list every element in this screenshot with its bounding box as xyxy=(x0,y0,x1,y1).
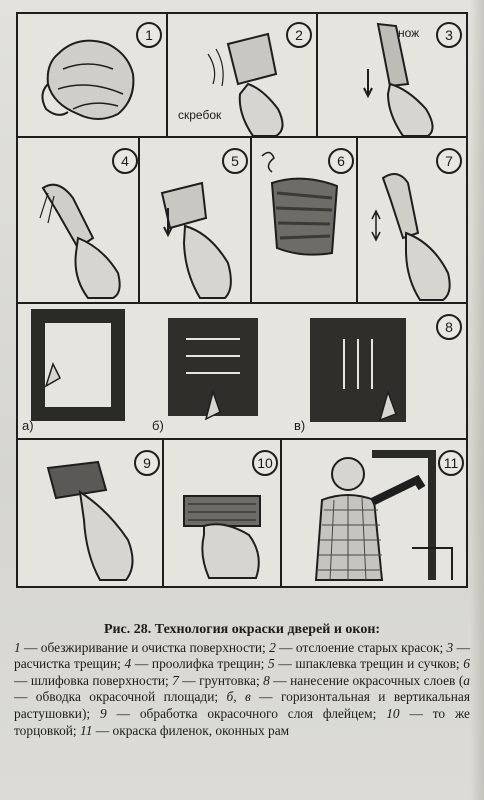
caption-item-number: б, в xyxy=(226,689,251,705)
caption-item-number: 7 xyxy=(172,672,179,688)
caption-item-number: 8 xyxy=(263,672,270,688)
flat-brush-illustration xyxy=(46,460,134,581)
scraper-label: скребок xyxy=(178,108,222,122)
caption-item-text: — горизонтальная и вертикальная растушов… xyxy=(14,689,470,721)
window-painting-illustration xyxy=(314,450,453,581)
caption-item-text: — обезжиривание и очистка поверхности; xyxy=(20,639,270,655)
panel-1: 1 xyxy=(18,14,168,136)
caption-item-text: — грунтовка; xyxy=(178,672,264,688)
caption-item-text: — окраска филенок, оконных рам xyxy=(92,722,290,738)
panel-number: 9 xyxy=(134,450,160,476)
panel-8: а) б) в) 8 xyxy=(18,304,466,438)
sanding-illustration xyxy=(261,151,339,256)
sub-label-b: б) xyxy=(152,418,164,433)
caption-item-number: 10 xyxy=(386,705,400,721)
page-edge-shadow xyxy=(470,0,484,800)
figure-28: 1 2 скребок нож 3 xyxy=(16,12,468,588)
panel-number: 8 xyxy=(436,314,462,340)
panel-9: 9 xyxy=(18,440,164,586)
priming-illustration xyxy=(371,173,451,301)
panel-number: 10 xyxy=(252,450,278,476)
figure-row-3: а) б) в) 8 xyxy=(18,304,466,440)
caption-item-number: 2 xyxy=(269,639,276,655)
caption-item-text: — расчистка трещин; xyxy=(14,639,470,672)
caption-item-number: 3 xyxy=(446,639,454,655)
figure-row-2: 4 5 6 xyxy=(18,138,466,304)
caption-item-number: 11 xyxy=(80,722,93,738)
panel-number: 3 xyxy=(436,22,462,48)
knife-label: нож xyxy=(398,26,420,40)
knife-illustration xyxy=(363,22,434,136)
caption-item-number: 1 xyxy=(14,639,21,655)
panel-number: 6 xyxy=(328,148,354,174)
paint-layers-illustration xyxy=(31,309,406,422)
panel-11: 11 xyxy=(282,440,466,586)
figure-row-4: 9 10 11 xyxy=(18,440,466,586)
scraper-illustration xyxy=(207,32,284,136)
sub-label-v: в) xyxy=(294,418,306,433)
caption-item-text: — то же торцовкой; xyxy=(14,705,470,738)
panel-number: 5 xyxy=(222,148,248,174)
caption-item-text: — шлифовка поверхности; xyxy=(14,672,173,688)
panel-number: 1 xyxy=(136,22,162,48)
figure-row-1: 1 2 скребок нож 3 xyxy=(18,14,466,138)
panel-5: 5 xyxy=(140,138,252,302)
caption-title: Рис. 28. Технология окраски дверей и око… xyxy=(103,622,381,637)
panel-6: 6 xyxy=(252,138,358,302)
caption-item-number: 6 xyxy=(463,656,470,672)
caption-item-number: а xyxy=(463,672,470,688)
caption-item-text: — обработка окрасочного слоя флейцем; xyxy=(106,705,387,721)
caption-item-text: — проолифка трещин; xyxy=(131,656,269,672)
panel-4: 4 xyxy=(18,138,140,302)
caption-item-number: 5 xyxy=(268,656,275,672)
panel-7: 7 xyxy=(358,138,466,302)
stipple-brush-illustration xyxy=(183,495,261,579)
caption-item-number: 9 xyxy=(100,705,107,721)
panel-number: 4 xyxy=(112,148,138,174)
degreasing-illustration xyxy=(41,39,135,120)
panel-number: 11 xyxy=(438,450,464,476)
panel-2: 2 скребок xyxy=(168,14,318,136)
caption-item-number: 4 xyxy=(124,656,132,672)
panel-number: 7 xyxy=(436,148,462,174)
caption-item-text: — обводка окрасочной площади; xyxy=(14,689,227,705)
sub-label-a: а) xyxy=(22,418,34,433)
oiling-illustration xyxy=(39,183,121,299)
puttying-illustration xyxy=(160,181,232,299)
panel-10: 10 xyxy=(164,440,282,586)
caption-item-text: — нанесение окрасочных слоев ( xyxy=(269,672,464,688)
panel-3: нож 3 xyxy=(318,14,466,136)
caption-item-text: — шпаклевка трещин и сучков; xyxy=(274,656,464,672)
caption-item-text: — отслоение старых красок; xyxy=(275,639,447,655)
figure-caption: Рис. 28. Технология окраски дверей и око… xyxy=(14,622,470,739)
panel-number: 2 xyxy=(286,22,312,48)
